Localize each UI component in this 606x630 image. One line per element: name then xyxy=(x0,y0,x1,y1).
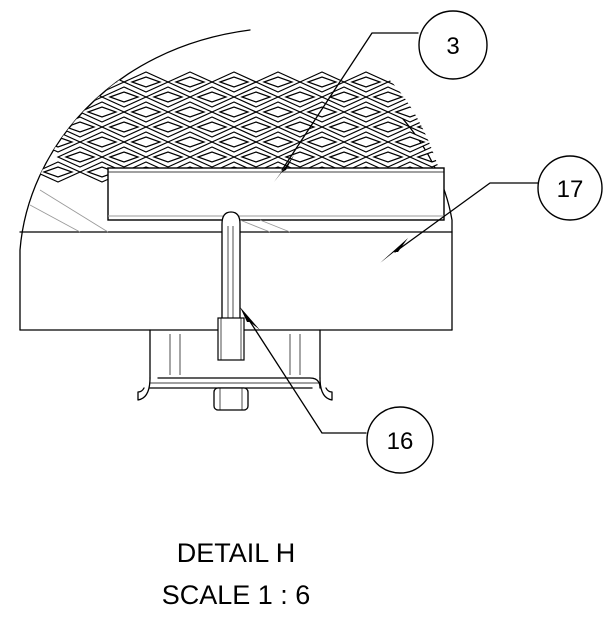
mesh-cell xyxy=(276,86,324,108)
mesh-cell xyxy=(408,116,452,138)
mesh-cell xyxy=(476,132,520,152)
mesh-cell xyxy=(188,116,236,138)
mesh-cell xyxy=(254,71,302,93)
mesh-cell xyxy=(56,146,104,168)
balloon-3-label: 3 xyxy=(446,33,459,60)
balloon-16: 16 xyxy=(366,406,434,474)
mesh-grating xyxy=(34,71,542,183)
mesh-cell xyxy=(364,146,412,168)
mesh-cell xyxy=(298,131,346,153)
mesh-cell xyxy=(210,131,258,153)
mesh-cell xyxy=(254,131,302,153)
mesh-cell xyxy=(276,146,324,168)
mesh-cell xyxy=(210,71,258,93)
mesh-cell xyxy=(386,71,434,93)
mesh-cell xyxy=(386,101,434,123)
mesh-cell xyxy=(34,101,82,123)
leader-17 xyxy=(380,182,539,263)
mesh-cell xyxy=(232,116,280,138)
mesh-cell xyxy=(144,86,192,108)
mesh-cell xyxy=(408,86,452,108)
mesh-cell xyxy=(498,87,542,107)
mesh-cell xyxy=(122,71,170,93)
balloon-17: 17 xyxy=(537,155,603,221)
mesh-cell xyxy=(122,131,170,153)
mesh-cell xyxy=(144,146,192,168)
mesh-cell xyxy=(34,161,82,183)
mesh-cell xyxy=(78,71,126,93)
leader-3 xyxy=(274,32,419,182)
mesh-cell xyxy=(408,146,452,168)
mesh-cell xyxy=(188,146,236,168)
mesh-cell xyxy=(476,72,520,92)
mesh-cell xyxy=(232,86,280,108)
mesh-cell xyxy=(232,146,280,168)
clip-bracket xyxy=(137,329,333,401)
mesh-cell xyxy=(166,71,214,93)
mesh-cell xyxy=(476,162,520,182)
j-bolt xyxy=(213,211,249,411)
mesh-cell xyxy=(364,86,412,108)
mesh-cell xyxy=(476,102,520,122)
mesh-cell xyxy=(166,101,214,123)
detail-scale: SCALE 1 : 6 xyxy=(162,580,311,610)
balloon-3: 3 xyxy=(418,10,488,80)
mesh-cell xyxy=(454,147,498,167)
grating-frame-bar xyxy=(107,167,445,221)
mesh-cell xyxy=(430,131,452,153)
mesh-cell xyxy=(498,117,542,137)
mesh-cell xyxy=(342,71,390,93)
mesh-cell xyxy=(100,146,148,168)
mesh-cell xyxy=(320,146,368,168)
mesh-cell xyxy=(210,101,258,123)
mesh-cell xyxy=(56,86,104,108)
mesh-cell xyxy=(34,71,82,93)
mesh-cell xyxy=(144,116,192,138)
mesh-cell xyxy=(454,117,498,137)
mesh-cell xyxy=(100,116,148,138)
leader-16 xyxy=(240,307,367,434)
balloon-16-label: 16 xyxy=(387,428,414,455)
mesh-cell xyxy=(188,86,236,108)
mesh-cell xyxy=(430,101,452,123)
mesh-cell xyxy=(298,71,346,93)
mesh-cell xyxy=(298,101,346,123)
mesh-cell xyxy=(454,87,498,107)
mesh-cell xyxy=(254,101,302,123)
detail-title: DETAIL H xyxy=(177,538,296,568)
mesh-cell xyxy=(78,101,126,123)
mesh-cell xyxy=(100,86,148,108)
mesh-cell xyxy=(122,101,170,123)
mesh-cell xyxy=(320,86,368,108)
mesh-cell xyxy=(34,131,82,153)
mesh-cell xyxy=(166,131,214,153)
mesh-cell xyxy=(342,131,390,153)
mesh-cell xyxy=(342,101,390,123)
mesh-cell xyxy=(78,131,126,153)
mesh-cell xyxy=(320,116,368,138)
balloon-17-label: 17 xyxy=(557,176,584,203)
mesh-cell xyxy=(498,147,542,167)
